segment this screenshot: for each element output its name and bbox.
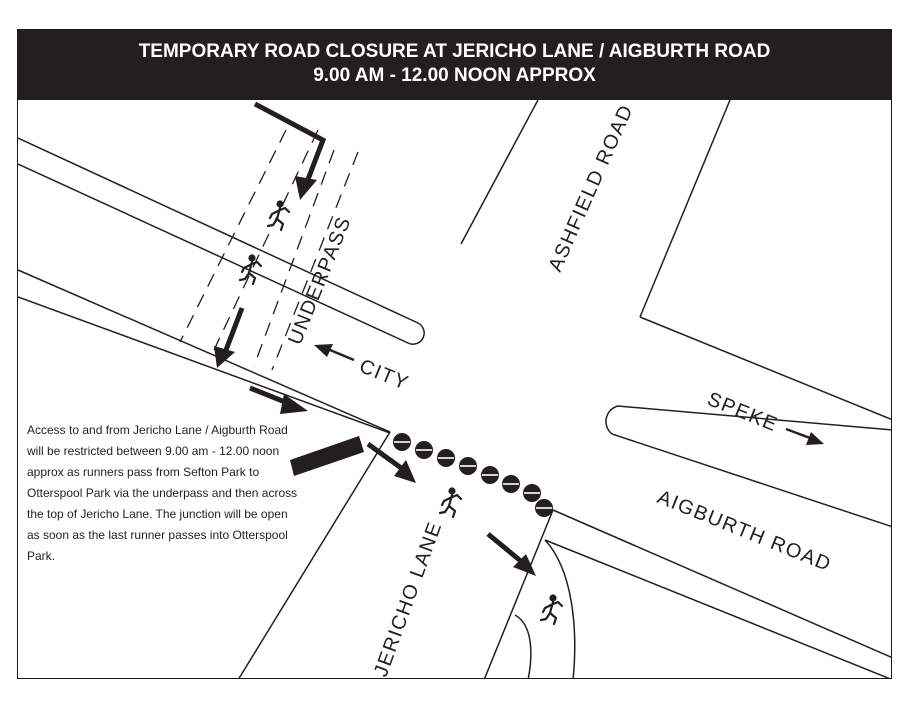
road-map: ASHFIELD ROAD UNDERPASS CITY SPEKE AIGBU… [18, 99, 891, 679]
runner-icon [266, 199, 291, 232]
jericho-lane-curb-left [514, 614, 532, 678]
aigburth-road-edge-lower-2 [544, 539, 891, 678]
direction-arrow-icon [366, 441, 416, 483]
aigburth-road-edge-upper [639, 316, 891, 420]
closure-notice-text: Access to and from Jericho Lane / Aigbur… [27, 423, 298, 563]
road-edge-lower-left-1 [18, 269, 391, 433]
direction-arrow-icon [314, 344, 355, 362]
speke-label: SPEKE [704, 388, 781, 436]
runner-icon [438, 486, 463, 519]
direction-arrow-icon [253, 101, 327, 200]
road-edge-lower-left-2 [18, 296, 391, 434]
road-edge-upper-block [18, 137, 425, 345]
direction-arrow-icon [249, 385, 308, 414]
runner-icon [539, 593, 564, 626]
ashfield-road-edge-left [460, 99, 539, 245]
jericho-lane-label: JERICHO LANE [370, 518, 447, 679]
underpass-label: UNDERPASS [284, 213, 356, 348]
direction-arrow-icon [785, 427, 824, 445]
aigburth-road-label: AIGBURTH ROAD [654, 486, 835, 576]
ashfield-road-label: ASHFIELD ROAD [544, 101, 638, 275]
runner-icon [238, 253, 263, 286]
road-barrier-icon [290, 436, 364, 476]
closure-markers [393, 433, 553, 517]
closure-title: TEMPORARY ROAD CLOSURE AT JERICHO LANE /… [138, 41, 771, 62]
direction-arrow-icon [486, 532, 536, 576]
closure-header: TEMPORARY ROAD CLOSURE AT JERICHO LANE /… [18, 30, 891, 100]
jericho-lane-edge-centre [484, 509, 554, 678]
closure-time: 9.00 AM - 12.00 NOON APPROX [313, 65, 596, 86]
jericho-lane-edge-left [238, 431, 391, 678]
jericho-lane-curb-right [544, 539, 576, 678]
road-island-right [605, 405, 891, 528]
city-label: CITY [356, 355, 412, 395]
closure-map-frame: ASHFIELD ROAD UNDERPASS CITY SPEKE AIGBU… [17, 29, 892, 679]
underpass-dashed-lines [179, 129, 359, 371]
direction-arrow-icon [214, 307, 245, 368]
aigburth-road-edge-lower-1 [552, 509, 891, 658]
ashfield-road-edge-right [639, 99, 731, 318]
